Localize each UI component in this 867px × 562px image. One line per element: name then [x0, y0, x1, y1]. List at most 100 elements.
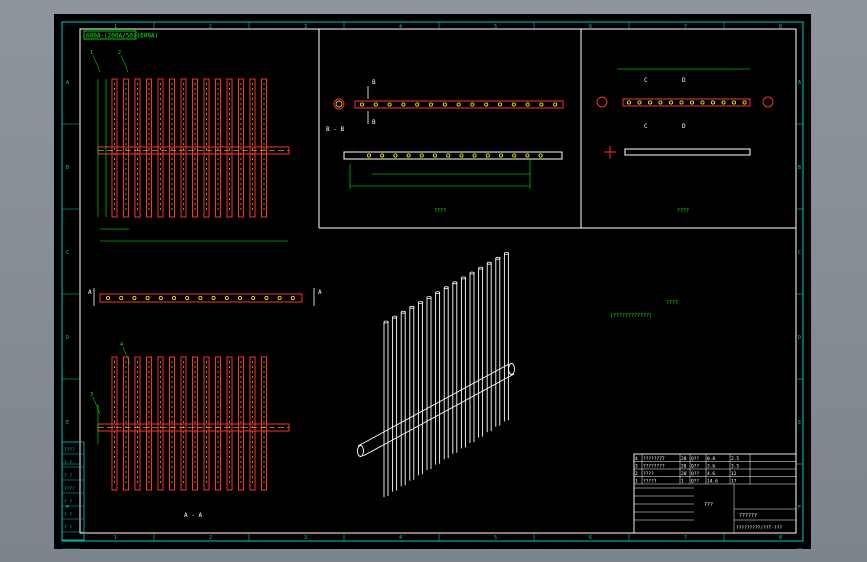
title-cell: 20 — [681, 464, 687, 470]
iso-tube-cap — [426, 296, 432, 299]
title-cell: ????? — [643, 479, 657, 485]
border-letter-left: A — [66, 80, 69, 86]
pipe-holes-row — [359, 102, 558, 107]
inner-border — [79, 28, 797, 534]
hole — [459, 153, 464, 158]
hole — [721, 100, 726, 105]
hole — [380, 153, 385, 158]
title-cell: ??????77 — [643, 456, 665, 462]
iso-tube-cap — [486, 261, 492, 265]
front-view-comb — [97, 78, 290, 242]
border-number-bottom: 2 — [209, 535, 212, 541]
hole — [470, 102, 475, 107]
view-cd: C D C D ???? — [596, 68, 774, 214]
tube — [249, 78, 256, 218]
hole — [525, 102, 530, 107]
tube — [157, 78, 164, 218]
hole — [185, 295, 190, 300]
title-cell: 2.5 — [731, 456, 739, 462]
tube — [146, 78, 152, 218]
legend-item: ? ? — [64, 499, 72, 505]
border-letter-left: C — [66, 250, 69, 256]
title-cell: 14.6 — [707, 479, 718, 485]
border-number-top: 1 — [114, 24, 117, 30]
hole — [484, 102, 489, 107]
pipe-aa — [99, 293, 303, 303]
hole — [237, 295, 242, 300]
pipe-holes-aa — [106, 295, 295, 300]
pipe-elevation — [624, 148, 751, 156]
pipe-end-right — [762, 96, 774, 108]
hole — [393, 153, 398, 158]
legend-item: ? ? — [64, 512, 72, 518]
iso-pipe — [362, 373, 515, 457]
tube — [192, 78, 198, 218]
section-view-comb — [97, 356, 290, 491]
iso-tube-cap — [443, 286, 449, 290]
legend-frame — [61, 441, 85, 541]
part-callout: 3 — [90, 392, 93, 398]
title-cell: ???? — [643, 471, 654, 477]
border-number-bottom: 4 — [399, 535, 402, 541]
view-label-1: ???? — [434, 208, 446, 214]
legend-item: ? ? — [64, 473, 72, 479]
border-number-bottom: 1 — [114, 535, 117, 541]
border-letter-left: B — [66, 165, 69, 171]
hole — [158, 295, 163, 300]
hole — [669, 100, 674, 105]
hole — [224, 295, 229, 300]
legend-item: ? ? — [64, 525, 72, 531]
tube — [215, 78, 221, 218]
part-callout: 4 — [120, 342, 123, 348]
pipe-section-circle — [333, 98, 345, 110]
hole — [172, 295, 177, 300]
hole — [690, 100, 695, 105]
drawing-canvas[interactable]: 600A-(200A/50)(600A) B - B B B — [54, 14, 811, 549]
view-label-2: ???? — [677, 208, 689, 214]
hole — [658, 100, 663, 105]
view-aa-pipe: A A — [88, 288, 322, 306]
leader-line — [122, 346, 131, 365]
title-cell: 17 — [731, 479, 737, 485]
title-block-frame — [633, 453, 797, 534]
pipe-holes-cd — [627, 100, 747, 105]
hole — [419, 153, 424, 158]
hole — [132, 295, 137, 300]
title-cell: 3.6 — [707, 464, 715, 470]
title-cell: 4 — [635, 456, 638, 462]
pipe-section-inner — [335, 100, 343, 108]
cut-b-top: B — [372, 79, 376, 86]
drawing-name: ?????????/??T-??? — [736, 525, 782, 531]
hole — [456, 102, 461, 107]
hole — [637, 100, 642, 105]
hole — [264, 295, 269, 300]
border-number-top: 2 — [209, 24, 212, 30]
border-letter-right: D — [798, 335, 801, 341]
tube — [180, 78, 187, 218]
hole — [387, 102, 392, 107]
border-letter-left: F — [66, 505, 69, 511]
border-number-top: 3 — [304, 24, 307, 30]
left-legend-table: ????? ?? ?????? ?? ?? ? — [61, 441, 85, 541]
tube — [203, 78, 210, 218]
border-number-top: 6 — [589, 24, 592, 30]
border-letter-right: A — [798, 80, 801, 86]
iso-tube-cap — [409, 305, 415, 309]
hole — [538, 153, 543, 158]
tube — [111, 78, 118, 218]
hole — [525, 153, 530, 158]
cut-b-bottom: B — [372, 119, 376, 126]
title-cell: 4.6 — [707, 471, 715, 477]
border-letter-right: B — [798, 165, 801, 171]
hole — [700, 100, 705, 105]
border-number-top: 4 — [399, 24, 402, 30]
tube — [134, 78, 141, 218]
hole — [553, 102, 558, 107]
header-label: 600A-(200A/50)(600A) — [86, 33, 158, 40]
iso-pipe-end — [357, 445, 364, 457]
iso-tube-cap — [392, 315, 398, 319]
hole — [401, 102, 406, 107]
border-number-top: 5 — [494, 24, 497, 30]
legend-item: ???? — [64, 486, 75, 492]
